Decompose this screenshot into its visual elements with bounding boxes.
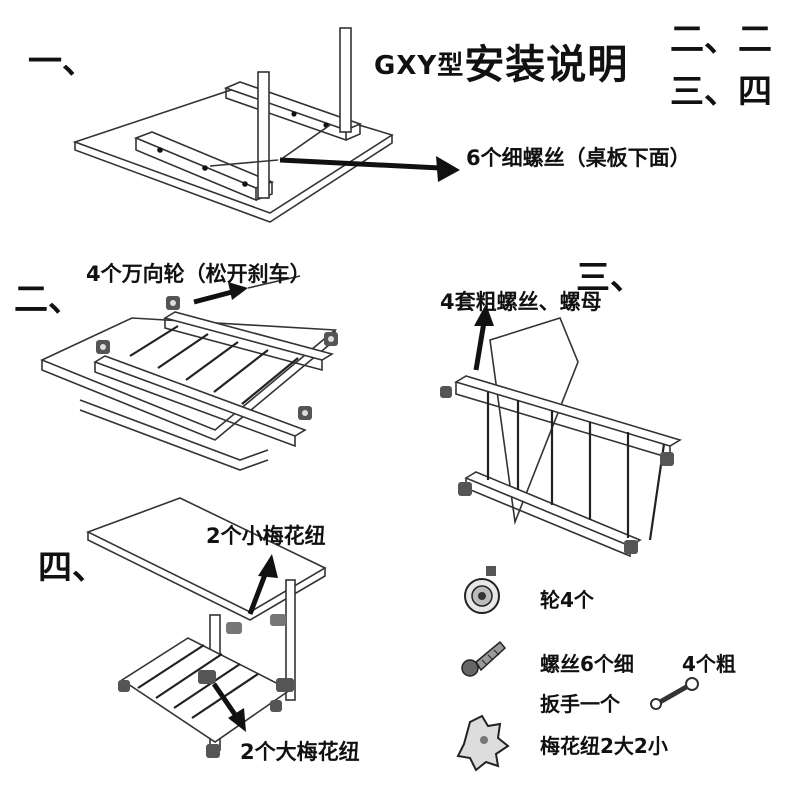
- parts-screws-coarse: 4个粗: [682, 652, 736, 676]
- label-casters: 4个万向轮（松开刹车）: [86, 262, 311, 286]
- wrench-icon: [650, 677, 699, 710]
- step-2-number: 二、: [14, 280, 82, 320]
- parts-screws: 螺丝6个细: [540, 652, 634, 676]
- arrow-to-casters: [193, 289, 233, 305]
- rail-front: [93, 355, 307, 437]
- arrow-to-fine-screws: [279, 157, 441, 171]
- model-code: GXY型: [374, 51, 465, 81]
- step-index-line-2: 三、四: [670, 72, 772, 112]
- screw-icon: [461, 640, 507, 677]
- post-back: [285, 579, 296, 701]
- caster-1: [166, 296, 180, 310]
- parts-wheels: 轮4个: [540, 588, 594, 612]
- beam-bottom: [464, 471, 642, 547]
- parts-knobs: 梅花纽2大2小: [540, 734, 668, 758]
- lower-shelf: [120, 637, 292, 743]
- caster-3: [324, 332, 338, 346]
- rail-back: [162, 311, 335, 361]
- step-index-line-1: 二、二: [670, 20, 772, 60]
- step-3-number: 三、: [576, 258, 644, 298]
- parts-wrench: 扳手一个: [540, 692, 620, 716]
- arrow-to-small-knobs: [247, 571, 269, 615]
- knob-icon: [456, 714, 510, 772]
- leg-back: [339, 27, 352, 133]
- label-fine-screws: 6个细螺丝（桌板下面）: [466, 146, 691, 170]
- step2-frame-illustration: [39, 296, 338, 471]
- step-1-number: 一、: [28, 42, 96, 82]
- arrow-to-big-knobs: [211, 682, 239, 718]
- step-4-number: 四、: [38, 548, 106, 588]
- label-coarse-screws: 4套粗螺丝、螺母: [440, 290, 602, 314]
- caster-4: [298, 406, 312, 420]
- beam-top: [454, 375, 682, 447]
- caster-icon: [464, 566, 500, 614]
- step1-board-illustration: [72, 27, 394, 223]
- step4-cart-illustration: [85, 497, 327, 758]
- label-small-knobs: 2个小梅花纽: [206, 524, 326, 548]
- arrow-to-coarse-screws: [473, 321, 487, 371]
- step3-frame-illustration: [440, 317, 682, 558]
- title-text: 安装说明: [464, 42, 629, 88]
- page-title: GXY型安装说明: [374, 32, 628, 90]
- leg-front: [257, 71, 270, 199]
- label-big-knobs: 2个大梅花纽: [240, 740, 360, 764]
- desk-board-edge: [74, 135, 393, 223]
- caster-2: [96, 340, 110, 354]
- step3-board: [489, 317, 579, 526]
